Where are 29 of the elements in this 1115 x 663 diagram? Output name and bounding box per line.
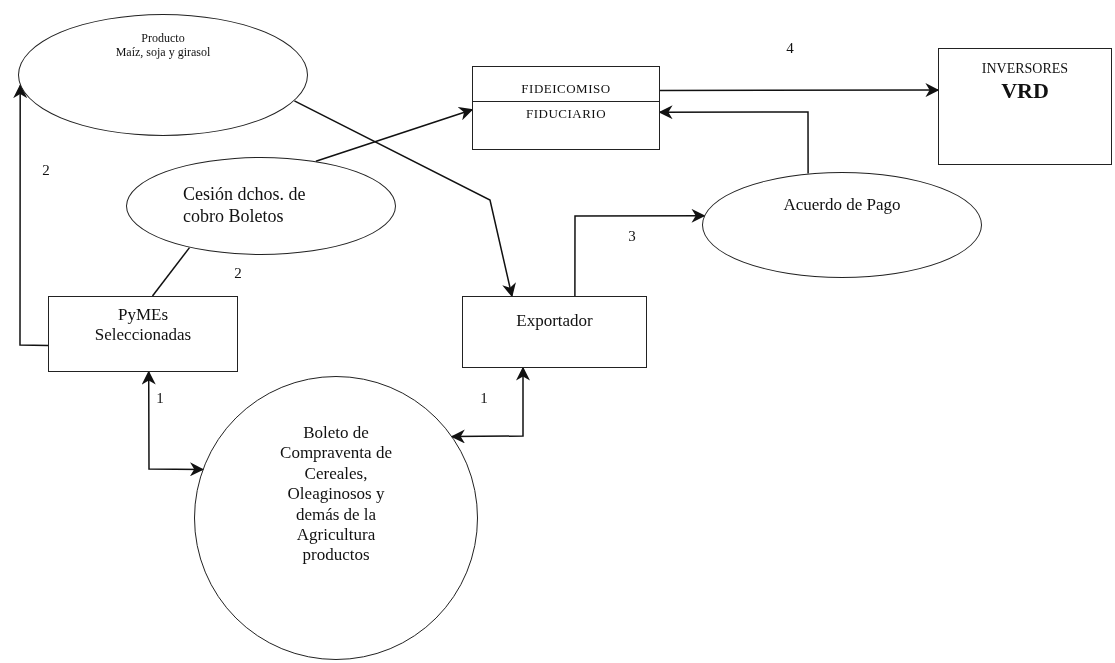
edge-label: 1	[154, 390, 166, 406]
node-label: VRD	[1001, 77, 1049, 105]
node-label: Acuerdo de Pago	[783, 195, 901, 216]
node-label: FIDUCIARIO	[524, 104, 608, 122]
edge-label: 1	[478, 390, 490, 406]
node-label: FIDEICOMISO	[473, 67, 659, 102]
edge-label: 3	[626, 228, 638, 244]
arrow	[574, 208, 706, 297]
node-label: Maíz, soja y girasol	[115, 45, 211, 60]
arrow	[659, 83, 940, 98]
arrow	[13, 84, 49, 347]
node-label: Cesión dchos. de cobro Boletos	[183, 184, 307, 228]
node-label: Exportador	[516, 311, 593, 332]
node-label: Boleto de Compraventa de Cereales, Oleaginosos y demás de la Agricultura productos	[279, 423, 393, 566]
node-label: INVERSORES	[981, 61, 1069, 78]
edge-label: 2	[232, 265, 244, 281]
process-box	[462, 296, 647, 368]
edge-label: 4	[784, 40, 796, 56]
edge-label: 2	[40, 162, 52, 178]
arrow	[315, 107, 474, 162]
arrow	[293, 100, 516, 298]
process-box	[472, 66, 660, 150]
process-box	[48, 296, 238, 372]
arrow	[141, 370, 204, 477]
arrow	[450, 366, 530, 444]
arrow	[658, 105, 809, 175]
process-box	[938, 48, 1112, 165]
node-label: PyMEs Seleccionadas	[93, 305, 193, 346]
node-label: Producto	[141, 31, 185, 46]
